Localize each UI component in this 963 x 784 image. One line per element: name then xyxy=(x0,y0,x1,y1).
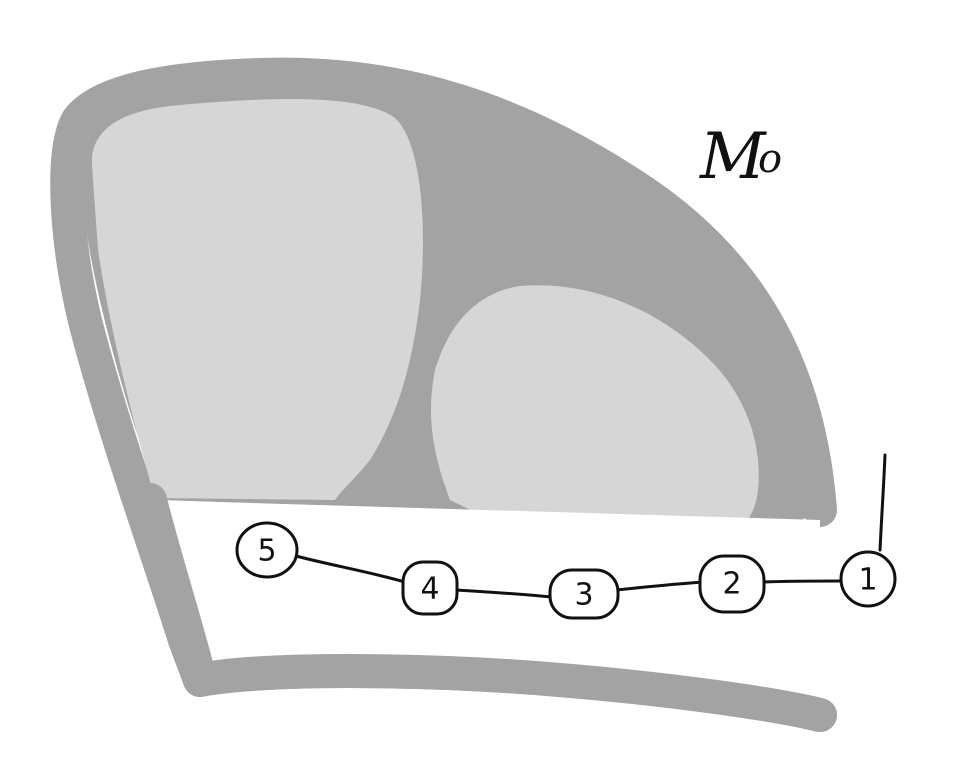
outer-boundary-bottom xyxy=(133,483,837,732)
light-region-left xyxy=(91,98,423,501)
mo-label: M o xyxy=(699,120,782,194)
node-4-label: 4 xyxy=(420,572,439,607)
node-2-label: 2 xyxy=(722,567,741,602)
connector-3-2 xyxy=(614,580,705,592)
connector-5-4 xyxy=(294,554,407,584)
lower-white-strip xyxy=(150,500,820,700)
connector-2-1 xyxy=(761,579,844,584)
node-1: 1 xyxy=(839,550,897,608)
light-region-right xyxy=(430,285,759,528)
node-1-label: 1 xyxy=(858,563,877,598)
mo-label-main: M xyxy=(699,120,767,194)
node-2: 2 xyxy=(698,554,766,614)
connector-4-3 xyxy=(454,588,554,599)
node-5: 5 xyxy=(235,521,299,579)
node-3: 3 xyxy=(548,568,620,620)
node-4: 4 xyxy=(401,560,459,616)
vertical-line xyxy=(878,453,887,552)
node-3-label: 3 xyxy=(574,578,593,613)
node-5-label: 5 xyxy=(257,534,276,569)
mo-label-sub: o xyxy=(758,136,782,182)
